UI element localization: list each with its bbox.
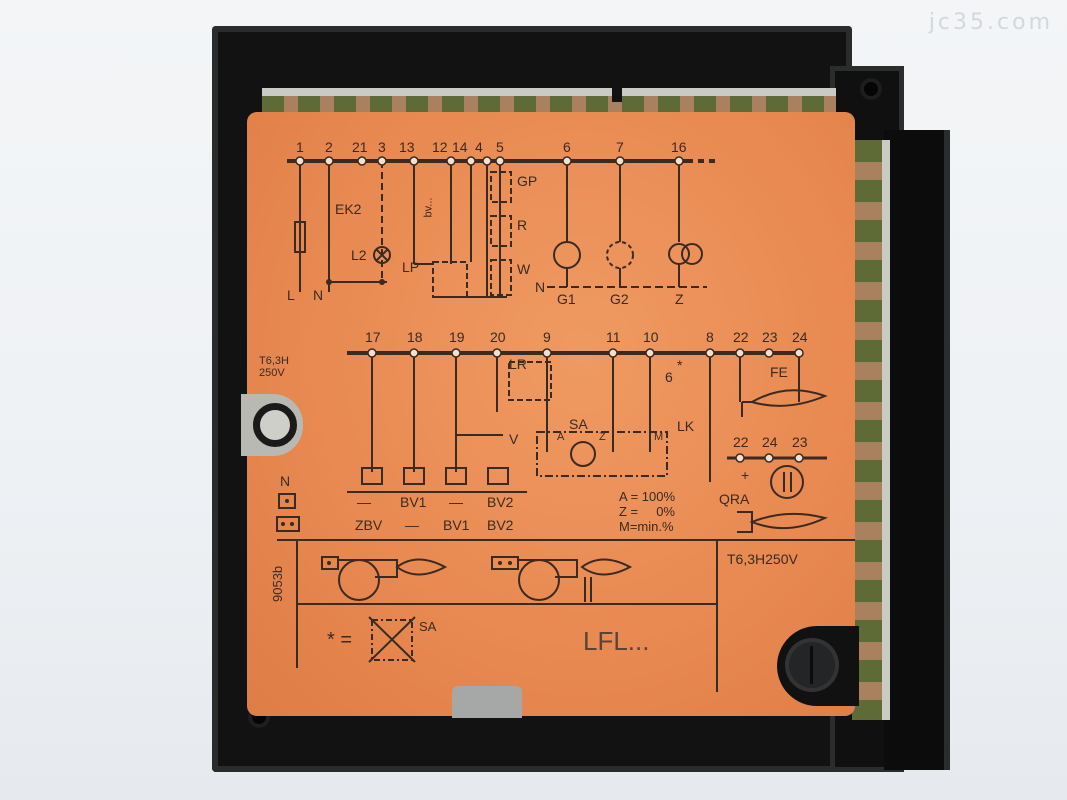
- terminal-7: 7: [616, 139, 624, 155]
- label-qra: QRA: [719, 491, 750, 507]
- legend-r2-c2: —: [405, 517, 419, 533]
- label-lk: LK: [677, 418, 695, 434]
- label-v: V: [509, 431, 519, 447]
- terminal-3: 3: [378, 139, 386, 155]
- fuse-holder-cutout: [777, 626, 859, 706]
- legend-r1-c2: BV1: [400, 494, 427, 510]
- terminal-1: 1: [296, 139, 304, 155]
- legend-n: N: [280, 473, 291, 489]
- terminal-12: 12: [432, 139, 448, 155]
- label-r: R: [517, 217, 528, 233]
- legend-r1-c4: BV2: [487, 494, 514, 510]
- qra-terminal-22: 22: [733, 434, 749, 450]
- right-rail: [884, 130, 950, 770]
- terminal-8: 8: [706, 329, 714, 345]
- qra-terminal-23: 23: [792, 434, 808, 450]
- legend-r2-c3: BV1: [443, 517, 470, 533]
- legend-r1-c1: —: [357, 494, 371, 510]
- label-bv: bv...: [422, 197, 435, 218]
- fuse-label-1: T6,3H: [259, 355, 289, 367]
- terminal-16: 16: [671, 139, 687, 155]
- terminal-13: 13: [399, 139, 415, 155]
- footer-sa: SA: [419, 619, 437, 634]
- label-m: M: [654, 431, 664, 443]
- right-terminal-strip: [852, 140, 890, 720]
- label-g1: G1: [557, 291, 576, 307]
- watermark: jc35.com: [928, 10, 1053, 35]
- screw-hole-top-right: [860, 78, 882, 100]
- doc-number: 9053b: [270, 565, 285, 602]
- label-gp: GP: [517, 173, 538, 189]
- mounting-cutout-left: [241, 394, 303, 456]
- terminal-5: 5: [496, 139, 504, 155]
- terminal-18: 18: [407, 329, 423, 345]
- bottom-tab: [452, 686, 522, 718]
- legend-r2-c4: BV2: [487, 517, 514, 533]
- qra-terminal-24: 24: [762, 434, 778, 450]
- wiring-schematic: [276, 156, 855, 692]
- label-ek2: EK2: [335, 201, 362, 217]
- terminal-6: 6: [563, 139, 571, 155]
- label-g2: G2: [610, 291, 629, 307]
- terminal-9: 9: [543, 329, 551, 345]
- label-lr: LR: [509, 356, 527, 372]
- label-lp: LP: [402, 259, 420, 275]
- terminal-2: 2: [325, 139, 333, 155]
- terminal-14: 14: [452, 139, 468, 155]
- legend-r2-c1: ZBV: [355, 517, 383, 533]
- label-l2: L2: [351, 247, 367, 263]
- fuse-rating: T6,3H250V: [727, 551, 798, 567]
- label-star: *: [677, 357, 683, 373]
- terminal-4: 4: [475, 139, 483, 155]
- fuse-holder-cap[interactable]: [785, 638, 839, 692]
- fuse-label-2: 250V: [259, 367, 285, 379]
- label-a: A: [557, 431, 565, 443]
- terminal-21: 21: [352, 139, 368, 155]
- label-sa: SA: [569, 416, 588, 432]
- label-w: W: [517, 261, 531, 277]
- legend-z-line: Z = 0%: [619, 504, 675, 519]
- legend-m-line: M=min.%: [619, 519, 674, 534]
- wiring-diagram-label: 1 2 21 3 13 12 14 4 5 6 7 16 EK2 L2 LP b…: [241, 112, 859, 718]
- terminal-11: 11: [606, 329, 621, 345]
- label-fe: FE: [770, 364, 788, 380]
- legend-a-line: A = 100%: [619, 489, 676, 504]
- terminal-10: 10: [643, 329, 659, 345]
- mounting-ring: [253, 403, 297, 447]
- terminal-17: 17: [365, 329, 381, 345]
- terminal-23: 23: [762, 329, 778, 345]
- terminal-22: 22: [733, 329, 749, 345]
- terminal-20: 20: [490, 329, 506, 345]
- footer-star-equals: * =: [327, 629, 353, 651]
- label-6: 6: [665, 369, 673, 385]
- label-z: Z: [675, 291, 684, 307]
- label-z-switch: Z: [599, 431, 606, 443]
- label-n: N: [313, 287, 324, 303]
- terminal-24: 24: [792, 329, 808, 345]
- model-label: LFL...: [583, 626, 650, 656]
- legend-r1-c3: —: [449, 494, 463, 510]
- terminal-19: 19: [449, 329, 465, 345]
- label-l: L: [287, 287, 295, 303]
- label-n-motor: N: [535, 279, 546, 295]
- qra-plus: +: [741, 467, 750, 483]
